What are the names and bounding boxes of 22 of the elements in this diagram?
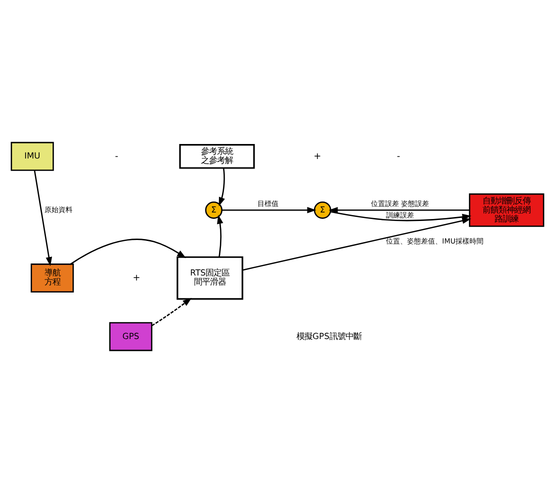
arrow [152,297,192,326]
label: - [396,151,400,162]
node-box: 參考系統之參考解 [179,144,255,168]
node-box: RTS固定區間平滑器 [176,256,244,300]
node-circle: Σ [314,200,332,218]
node-box: 自動增刪反傳前饋類神經網路訓練 [468,192,544,226]
arrow [242,217,472,270]
legend-label: 模擬GPS訊號中斷 [296,330,362,340]
label: + [314,151,322,162]
arrow [328,206,470,213]
arrow [217,214,224,257]
label: - [115,151,118,162]
node-box: IMU [10,141,54,170]
label: + [132,272,140,283]
arrow [70,238,186,264]
node-circle: Σ [205,200,222,218]
arrow [222,206,316,213]
node-box: GPS [109,322,152,351]
arrow [218,168,225,206]
arrow [330,210,472,221]
node-box: 導航方程 [30,263,74,292]
arrow [34,170,52,266]
